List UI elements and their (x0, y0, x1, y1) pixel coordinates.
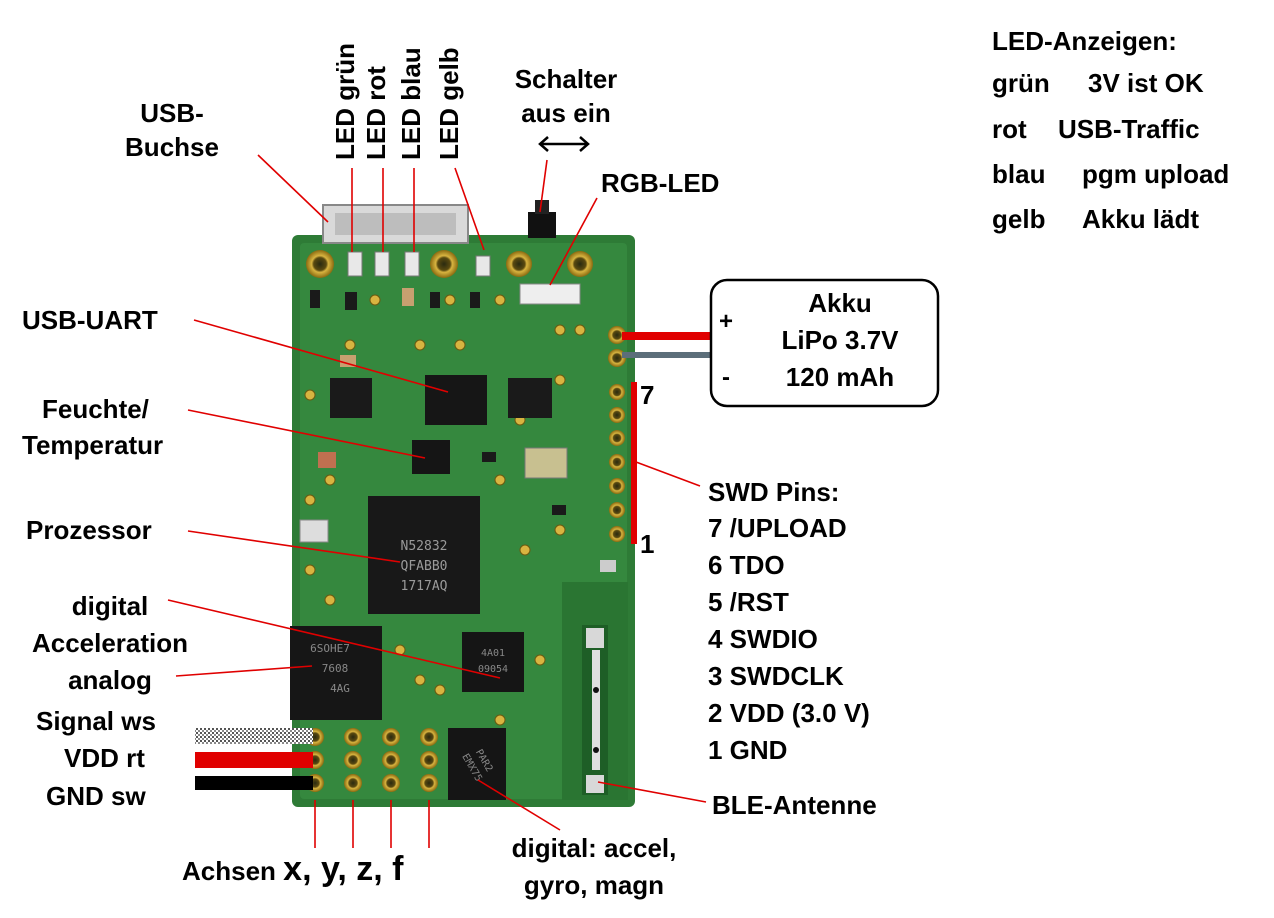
battery-capacity: 120 mAh (785, 362, 895, 392)
chip-imu-line2: 09054 (478, 664, 508, 675)
legend-color: grün (992, 68, 1050, 98)
chip-usb-uart (425, 375, 487, 425)
chip-accel-analog (290, 626, 382, 720)
rgb-led-label: RGB-LED (601, 168, 720, 198)
legend-color: blau (992, 159, 1046, 189)
swd-pin-6: 6 TDO (708, 550, 785, 580)
switch-direction-arrow (538, 136, 590, 152)
battery-plus-wire (622, 332, 740, 340)
swd-pin-7: 7 /UPLOAD (708, 513, 847, 543)
callout-lines (167, 154, 707, 848)
rgb-led-component (519, 283, 581, 305)
gnd-label: GND sw (46, 781, 146, 811)
usb-buchse-label: USB- Buchse (125, 98, 219, 162)
chip-mag (448, 728, 506, 800)
chip-prozessor (368, 496, 480, 614)
led-legend-row-blau: blau pgm upload (992, 159, 1229, 190)
swd-pin-4: 4 SWDIO (708, 624, 818, 654)
swd-pin-1: 1 GND (708, 735, 788, 765)
swd-pin-3: 3 SWDCLK (708, 661, 844, 691)
achsen-prefix: Achsen (182, 856, 276, 886)
led-blau-component (404, 251, 420, 277)
battery-plus-sign: + (719, 308, 734, 335)
legend-meaning: pgm upload (1082, 159, 1230, 189)
schalter-label: Schalter aus ein (514, 64, 618, 128)
ble-antenne-label: BLE-Antenne (712, 790, 877, 820)
signal-label: Signal ws (36, 706, 156, 736)
swd-top-number: 7 (640, 380, 655, 410)
legend-meaning: Akku lädt (1082, 204, 1200, 234)
usb-uart-label: USB-UART (22, 305, 158, 335)
chip-imu-line1: 4A01 (481, 648, 505, 659)
pcb-board: N52832 QFABB0 1717AQ 6SOHE7 7608 4AG 4A0… (290, 200, 635, 807)
legend-color: gelb (992, 204, 1046, 234)
legend-meaning: 3V ist OK (1088, 68, 1204, 98)
battery-box (709, 278, 940, 408)
led-gelb-label: LED gelb (434, 47, 464, 160)
led-rot-label: LED rot (361, 66, 391, 160)
achsen-axes: x, y, z, f (283, 850, 404, 888)
vdd-label: VDD rt (64, 743, 145, 773)
achsen-label: Achsen x, y, z, f (182, 852, 403, 886)
battery-type: LiPo 3.7V (781, 325, 899, 355)
led-legend-row-gruen: grün 3V ist OK (992, 68, 1204, 99)
vdd-wire (195, 752, 313, 768)
feuchte-temperatur-label: Feuchte/ Temperatur (22, 394, 164, 460)
led-legend-row-gelb: gelb Akku lädt (992, 204, 1199, 235)
swd-red-bar (631, 382, 637, 544)
swd-pin-2: 2 VDD (3.0 V) (708, 698, 870, 728)
led-gelb-component (475, 255, 491, 277)
slide-switch (528, 212, 556, 238)
led-legend-row-rot: rot USB-Traffic (992, 114, 1200, 145)
led-blau-label: LED blau (396, 47, 426, 160)
swd-title: SWD Pins: (708, 477, 840, 507)
legend-color: rot (992, 114, 1027, 144)
acceleration-label: digital Acceleration analog (31, 591, 189, 695)
chip-processor-line3: 1717AQ (401, 579, 448, 594)
chip-accel-line3: 4AG (330, 682, 350, 695)
chip-accel-line1: 6SOHE7 (310, 642, 350, 655)
swd-pin-header (608, 326, 626, 542)
battery-minus-sign: - (722, 364, 730, 391)
gnd-wire (195, 776, 313, 790)
swd-pin-5: 5 /RST (708, 587, 789, 617)
battery-title: Akku (808, 288, 872, 318)
legend-meaning: USB-Traffic (1058, 114, 1200, 144)
led-legend-title: LED-Anzeigen: (992, 26, 1177, 56)
swd-bottom-number: 1 (640, 529, 655, 559)
chip-accel-line2: 7608 (322, 662, 349, 675)
battery-minus-wire (622, 352, 740, 358)
prozessor-label: Prozessor (26, 515, 152, 545)
led-rot-component (374, 251, 390, 277)
chip-processor-line2: QFABB0 (401, 559, 448, 574)
led-gruen-component (347, 251, 363, 277)
digital-sensors-label: digital: accel, gyro, magn (511, 833, 677, 900)
chip-imu (462, 632, 524, 692)
chip-processor-line1: N52832 (401, 539, 448, 554)
led-gruen-label: LED grün (330, 43, 360, 160)
signal-wire (195, 728, 313, 744)
